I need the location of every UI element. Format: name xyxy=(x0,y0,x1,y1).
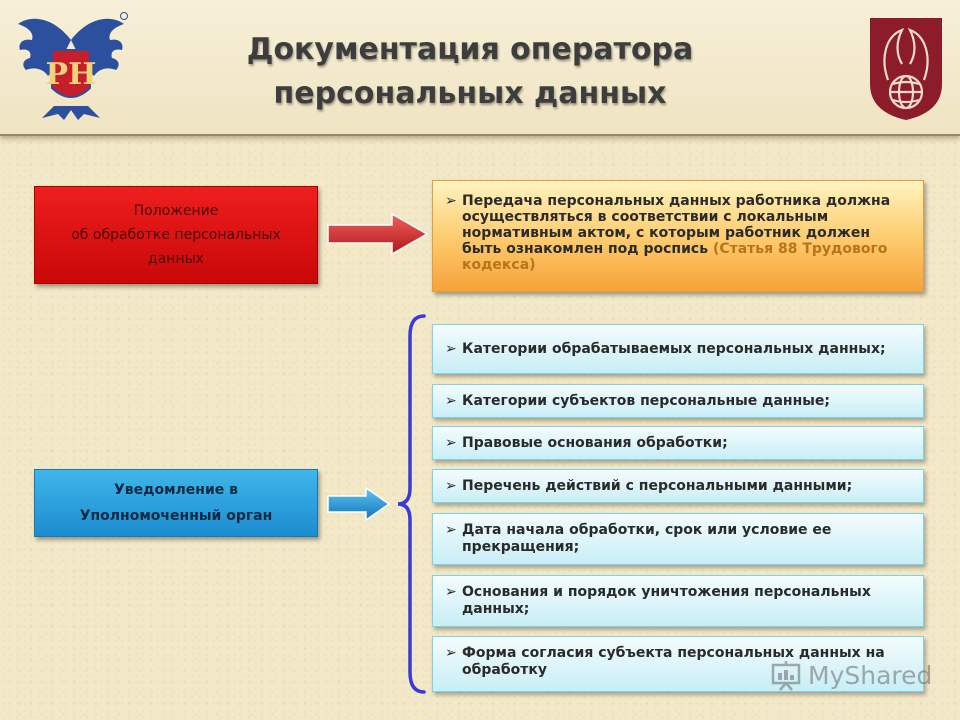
bullet-arrow-icon: ➢ xyxy=(445,392,457,409)
title-line-1: Документация оператора xyxy=(246,32,694,67)
header-band xyxy=(0,0,960,136)
red-arrow-icon xyxy=(327,212,429,256)
notification-box: Уведомление в Уполномоченный орган xyxy=(34,469,318,537)
title-line-2: персональных данных xyxy=(273,76,667,111)
list-item: ➢ Категории обрабатываемых персональных … xyxy=(432,324,924,374)
list-item-text: Правовые основания обработки; xyxy=(462,434,728,451)
list-item-text: Категории субъектов персональные данные; xyxy=(462,392,831,409)
presentation-icon xyxy=(771,661,801,691)
emblem-letters: РН xyxy=(46,57,97,92)
list-item-text: Перечень действий с персональными данным… xyxy=(462,477,853,494)
bullet-arrow-icon: ➢ xyxy=(445,340,457,357)
bullet-arrow-icon: ➢ xyxy=(445,522,457,538)
list-item-text: Основания и порядок уничтожения персонал… xyxy=(462,584,871,617)
bullet-arrow-icon: ➢ xyxy=(445,645,457,661)
bullet-arrow-icon: ➢ xyxy=(445,477,457,494)
page-title: Документация оператора персональных данн… xyxy=(150,28,790,116)
bullet-arrow-icon: ➢ xyxy=(445,193,457,209)
list-item: ➢ Основания и порядок уничтожения персон… xyxy=(432,575,924,627)
transfer-note-box: ➢ Передача персональных данных работника… xyxy=(432,180,924,292)
list-item: ➢ Дата начала обработки, срок или услови… xyxy=(432,513,924,565)
bullet-arrow-icon: ➢ xyxy=(445,584,457,600)
list-item: ➢ Перечень действий с персональными данн… xyxy=(432,469,924,503)
list-item: ➢ Категории субъектов персональные данны… xyxy=(432,384,924,418)
watermark-text: MyShared xyxy=(808,660,933,690)
list-item: ➢ Форма согласия субъекта персональных д… xyxy=(432,636,924,692)
curly-brace-icon xyxy=(397,314,426,694)
notification-line-2: Уполномоченный орган xyxy=(79,508,273,524)
dolphins-globe-emblem-icon xyxy=(870,18,942,120)
labor-code-reference: (Статья 88 Трудового кодекса) xyxy=(462,241,888,273)
transfer-note-text: Передача персональных данных работника д… xyxy=(462,193,891,273)
list-item-text: Дата начала обработки, срок или условие … xyxy=(462,522,832,555)
regulation-line-1: Положение xyxy=(133,203,219,219)
eagle-emblem-icon: РН xyxy=(18,12,128,120)
list-item: ➢ Правовые основания обработки; xyxy=(432,426,924,460)
blue-arrow-icon xyxy=(327,486,391,522)
bullet-arrow-icon: ➢ xyxy=(445,434,457,451)
watermark: MyShared xyxy=(770,656,932,694)
regulation-line-3: данных xyxy=(148,251,204,267)
regulation-box: Положение об обработке персональных данн… xyxy=(34,186,318,284)
list-item-text: Категории обрабатываемых персональных да… xyxy=(462,340,886,357)
list-item-text: Форма согласия субъекта персональных дан… xyxy=(462,645,885,678)
notification-line-1: Уведомление в xyxy=(114,482,238,498)
regulation-line-2: об обработке персональных xyxy=(71,227,281,243)
